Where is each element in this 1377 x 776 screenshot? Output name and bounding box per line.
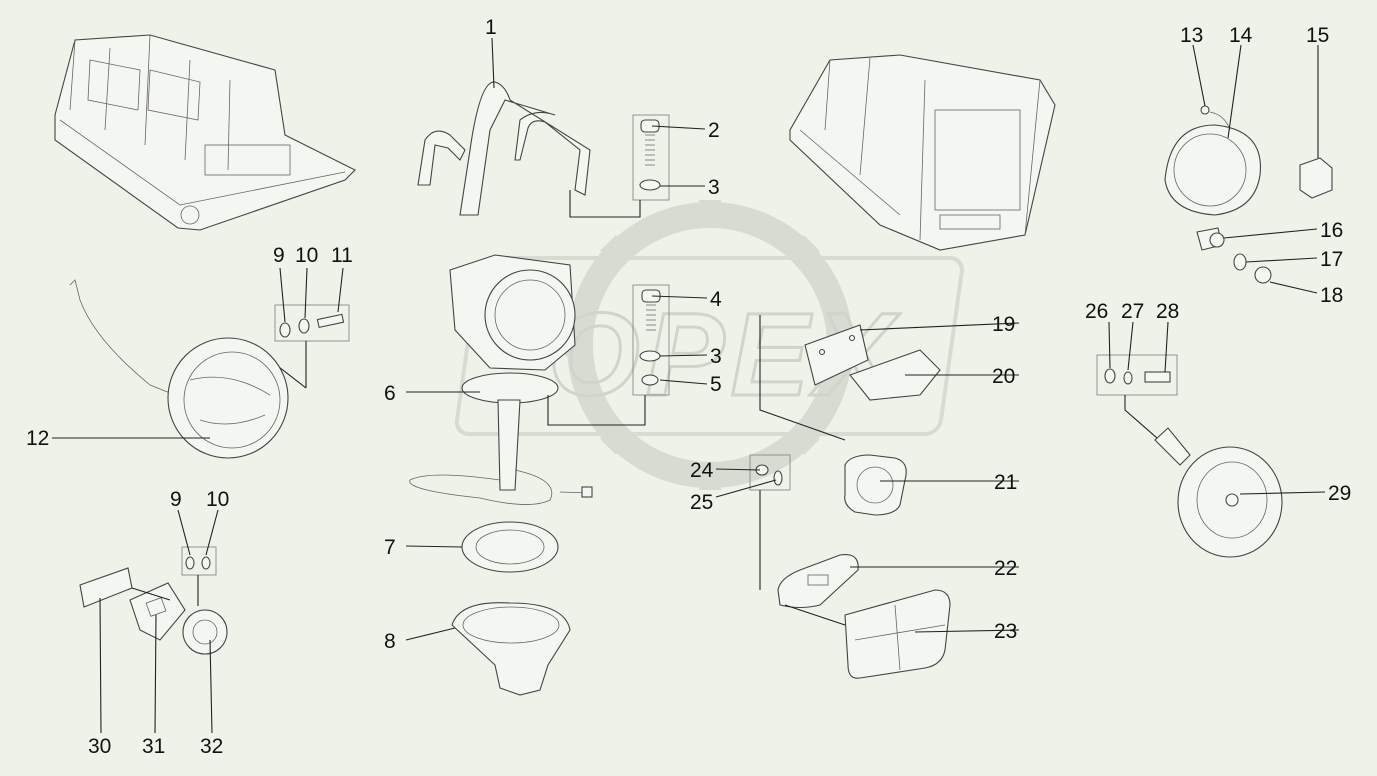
callout-21: 21: [994, 471, 1017, 494]
callout-10b: 10: [206, 488, 229, 511]
side-marker-assembly: [79, 546, 228, 655]
callout-17: 17: [1320, 248, 1343, 271]
marker-light: [844, 454, 907, 516]
callout-3a: 3: [708, 176, 720, 199]
work-lamp: [409, 254, 593, 505]
callout-4: 4: [710, 288, 722, 311]
callout-9a: 9: [273, 244, 285, 267]
headlight: [69, 279, 289, 459]
callout-10a: 10: [295, 244, 318, 267]
callout-8: 8: [384, 630, 396, 653]
callout-25: 25: [690, 491, 713, 514]
callout-2: 2: [708, 119, 720, 142]
bolt-assembly-upper: [569, 114, 670, 218]
lamp-bracket: [759, 315, 941, 441]
callout-23: 23: [994, 620, 1017, 643]
gasket-ring: [461, 521, 559, 573]
callout-26: 26: [1085, 300, 1108, 323]
callout-22: 22: [994, 557, 1017, 580]
callout-15: 15: [1306, 24, 1329, 47]
callout-19: 19: [992, 313, 1015, 336]
callout-6: 6: [384, 382, 396, 405]
callout-18: 18: [1320, 284, 1343, 307]
vehicle-front-view: [54, 34, 356, 231]
callout-5: 5: [710, 373, 722, 396]
callout-labels: 1 2 3 4 3 5 6 7 8 9 10 11 12 9 10 30 31 …: [26, 16, 1351, 758]
callout-32: 32: [200, 735, 223, 758]
callout-14: 14: [1229, 24, 1253, 47]
callout-27: 27: [1121, 300, 1144, 323]
callout-9b: 9: [170, 488, 182, 511]
searchlight: [1164, 105, 1333, 284]
vehicle-rear-view: [789, 54, 1056, 251]
callout-7: 7: [384, 536, 396, 559]
callout-12: 12: [26, 427, 49, 450]
callout-1: 1: [485, 16, 497, 39]
callout-3b: 3: [710, 345, 722, 368]
callout-16: 16: [1320, 219, 1343, 242]
callout-24: 24: [690, 459, 714, 482]
lamp-screws: [749, 454, 791, 590]
guard-bracket: [417, 81, 591, 216]
callout-11: 11: [331, 244, 353, 267]
callout-20: 20: [992, 365, 1015, 388]
leader-lines: [52, 37, 1326, 734]
rubber-boot: [451, 602, 571, 696]
callout-29: 29: [1328, 482, 1351, 505]
rear-lamp: [777, 554, 951, 679]
headlight-fasteners: [269, 304, 350, 389]
callout-31: 31: [142, 735, 165, 758]
callout-13: 13: [1180, 24, 1203, 47]
callout-28: 28: [1156, 300, 1179, 323]
bolt-assembly-center: [547, 284, 670, 426]
horn-assembly: [1096, 354, 1283, 558]
callout-30: 30: [88, 735, 111, 758]
